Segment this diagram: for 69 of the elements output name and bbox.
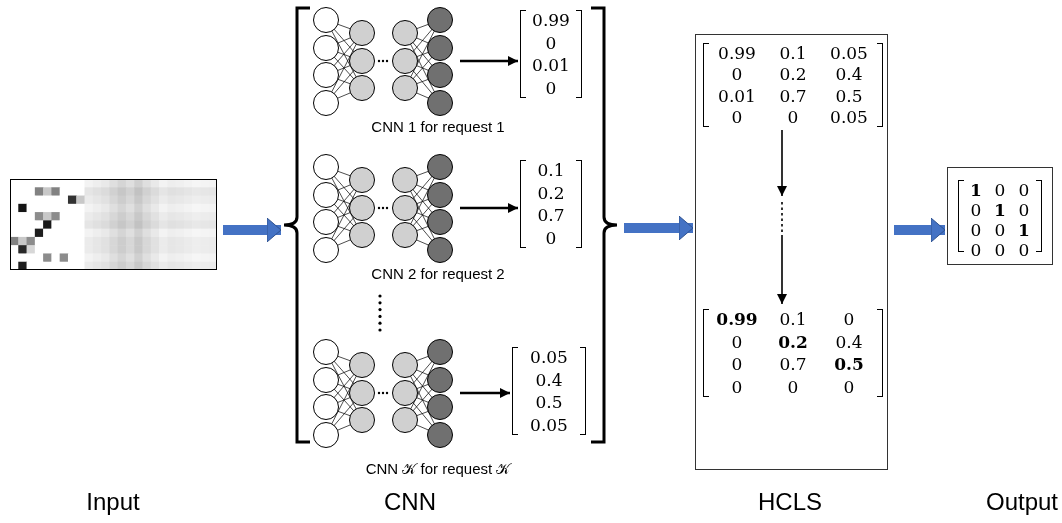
matrix-entry: 1: [1017, 220, 1031, 240]
matrix-entry: 0.2: [778, 64, 808, 85]
matrix-entry: 0.4: [834, 64, 864, 85]
matrix-entry: 0: [993, 220, 1007, 240]
block-arrow: [624, 215, 694, 241]
matrix-entry: 0.7: [536, 205, 566, 226]
matrix-entry: 0.05: [829, 43, 869, 63]
matrix-entry: 0: [969, 240, 983, 260]
matrix-entry: 0: [730, 64, 744, 85]
matrix-entry: 0: [544, 77, 558, 98]
matrix-entry: 0.2: [536, 182, 566, 203]
column-label: CNN: [384, 488, 436, 516]
matrix: [701, 307, 885, 399]
matrix-entry: 0: [993, 180, 1007, 200]
arrow: [460, 388, 510, 398]
matrix-entry: 0.5: [534, 392, 564, 413]
matrix-entry: 0.7: [778, 85, 808, 106]
matrix: [947, 167, 1053, 265]
matrix-entry: 1: [993, 200, 1007, 220]
matrix-entry: 0: [730, 354, 744, 375]
matrix-entry: 0.4: [834, 331, 864, 352]
matrix-entry: 0.7: [778, 354, 808, 375]
matrix-entry: 0.05: [529, 414, 569, 435]
matrix-entry: 0: [1017, 240, 1031, 260]
matrix-entry: 0.2: [777, 331, 809, 352]
matrix-entry: 0: [786, 107, 800, 127]
matrix-entry: 0.1: [536, 160, 566, 180]
matrix-entry: 0.01: [717, 85, 757, 106]
column-label: Output: [986, 488, 1058, 516]
block-arrow: [894, 217, 946, 243]
matrix: [518, 8, 584, 100]
matrix-entry: 0.5: [833, 354, 865, 375]
matrix-entry: 0: [969, 220, 983, 240]
matrix-entry: 0.99: [531, 10, 571, 30]
matrix-entry: 0: [730, 331, 744, 352]
matrix-entry: 0: [786, 376, 800, 397]
matrix-entry: 0: [842, 376, 856, 397]
matrix-entry: 0.5: [834, 85, 864, 106]
network-label: CNN 1 for request 1: [371, 118, 505, 135]
arrow: [777, 129, 787, 305]
matrix-entry: 0.1: [778, 43, 808, 63]
matrix: [518, 158, 584, 250]
matrix-entry: 0.01: [531, 55, 571, 76]
network-label: CNN 2 for request 2: [371, 265, 505, 282]
matrix-entry: 0: [993, 240, 1007, 260]
matrix-entry: 0: [969, 200, 983, 220]
matrix-entry: 0: [544, 32, 558, 53]
matrix-entry: 0.99: [717, 43, 757, 63]
arrow: [460, 203, 518, 213]
matrix-entry: 1: [969, 180, 983, 200]
matrix-entry: 0.99: [715, 309, 759, 329]
block-arrow: [223, 217, 282, 243]
arrow: [460, 56, 518, 66]
column-label: Input: [86, 488, 140, 516]
matrix-entry: 0: [1017, 200, 1031, 220]
matrix-entry: 0.05: [529, 347, 569, 367]
matrix-entry: 0: [544, 227, 558, 248]
panel-box: [695, 34, 888, 470]
matrix: [701, 41, 885, 129]
matrix-entry: 0.4: [534, 369, 564, 390]
matrix-entry: 0.05: [829, 107, 869, 127]
matrix-entry: 0: [842, 309, 856, 329]
matrix: [510, 345, 588, 437]
column-label: HCLS: [758, 488, 822, 516]
matrix-entry: 0: [730, 107, 744, 127]
matrix-entry: 0: [730, 376, 744, 397]
network-label: CNN 𝒦 for request 𝒦: [365, 460, 511, 478]
matrix-entry: 0.1: [778, 309, 808, 329]
matrix-entry: 0: [1017, 180, 1031, 200]
